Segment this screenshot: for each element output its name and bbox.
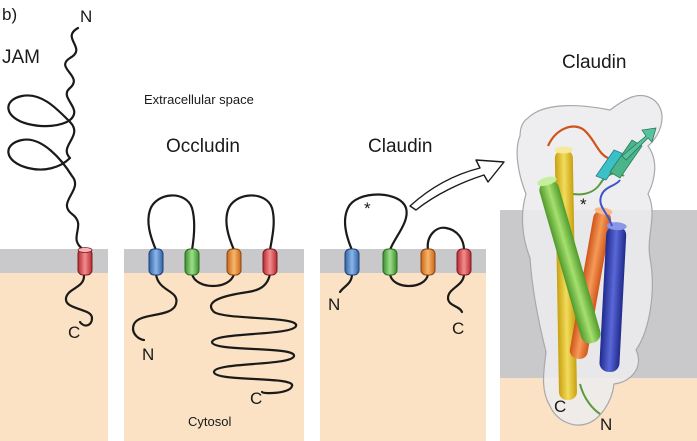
structure-loop-blue [599,179,621,227]
claudin-protein [338,193,466,314]
structure-loop-orange [546,125,609,160]
extracellular-space-label: Extracellular space [144,92,254,107]
cytosol-label: Cytosol [188,414,231,429]
jam-c-terminus: C [68,323,80,342]
occludin-intracellular-loop [190,272,236,287]
jam-cytosol [0,272,108,441]
occludin-helix-green [184,248,200,276]
claudin-extracellular-loop-1 [343,193,408,252]
occludin-extracellular-loop-1 [147,194,196,252]
claudin-helix-green [382,248,398,276]
occludin-helix-blue [148,248,164,276]
claudin-c-terminus: C [452,319,464,338]
arrow-icon [409,159,505,211]
occludin-helix-red [262,248,278,276]
jam-protein [7,26,94,327]
jam-n-terminus: N [80,7,92,26]
membrane-background [0,249,486,441]
claudin-3d-structure [537,125,657,415]
occludin-c-tail [210,272,298,395]
claudin-helix-orange [420,248,436,276]
claudin-extracellular-loop-2 [426,226,466,252]
structure-c-terminus: C [554,397,566,416]
occludin-n-terminus: N [142,345,154,364]
claudin-cytosol [320,272,486,441]
claudin-n-tail [338,272,354,294]
jam-label: JAM [2,47,40,68]
claudin-structure-label: Claudin [562,52,626,73]
occludin-extracellular-loop-2 [225,194,275,252]
claudin-n-terminus: N [328,295,340,314]
structure-helix-green [537,176,601,344]
occludin-helix-orange [226,248,242,276]
structure-tail-n [579,383,601,415]
structure-beta-arrow [621,127,657,161]
panel-label: b) [2,5,17,24]
jam-cytosolic-tail [64,274,94,327]
claudin-topology-label: Claudin [368,136,432,157]
occludin-label: Occludin [166,136,240,157]
claudin-loop-star: * [364,199,371,218]
claudin-c-tail [446,272,466,314]
occludin-n-tail [132,272,178,342]
structure-n-terminus: N [600,415,612,434]
claudin-helix-red [456,248,472,276]
claudin-intracellular-loop [388,272,430,287]
occludin-c-terminus: C [250,389,262,408]
occludin-protein [132,194,298,395]
claudin-helix-blue [344,248,360,276]
structure-star: * [580,195,587,214]
jam-helix-cap [77,247,93,253]
jam-extracellular-chain [7,26,86,252]
